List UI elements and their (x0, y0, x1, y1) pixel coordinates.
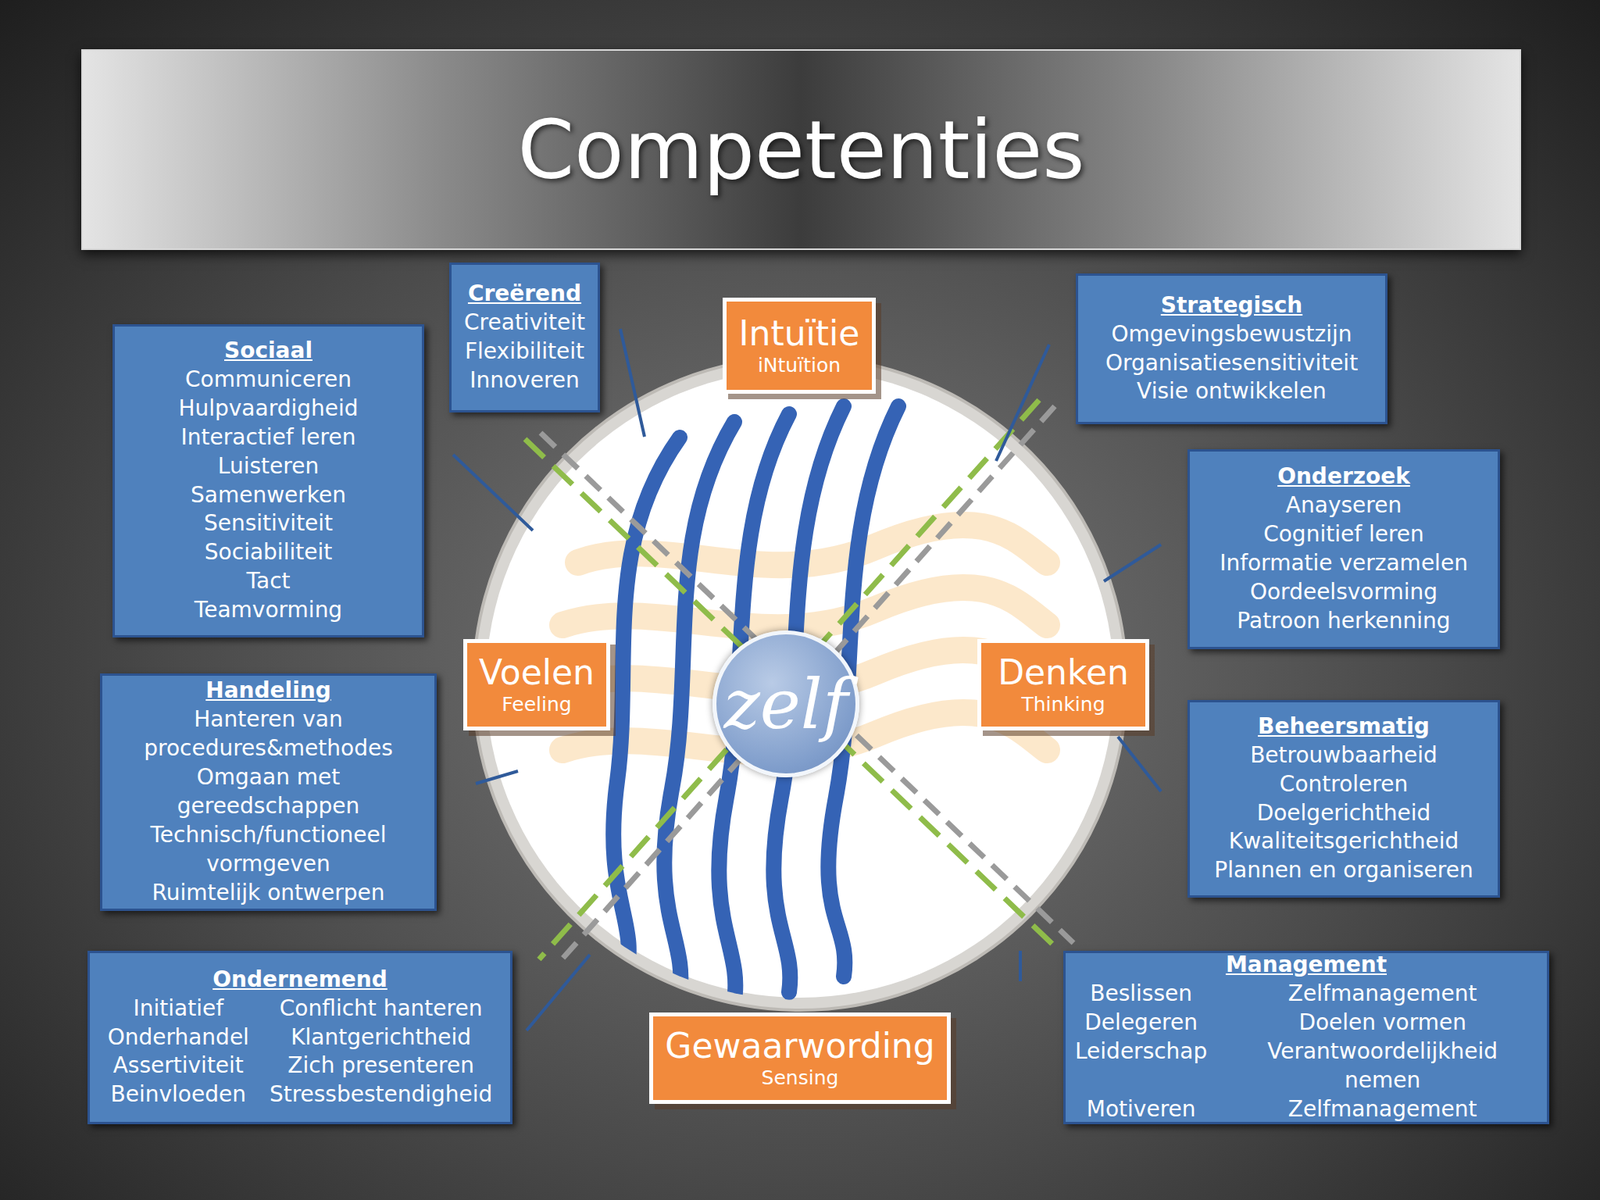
item-grid: Initiatief Conflicht hanterenOnderhandel K… (99, 994, 501, 1111)
competence-item: Creativiteit (460, 308, 589, 338)
competence-box: StrategischOmgevingsbewustzijnOrganisati… (1075, 273, 1388, 425)
competence-item: Luisteren (124, 452, 413, 482)
competence-item: Informatie verzamelen (1199, 549, 1489, 579)
function-subtitle: Sensing (653, 1066, 947, 1090)
competence-item: Plannen en organiseren (1199, 856, 1489, 886)
competence-box: SociaalCommunicerenHulpvaardigheidIntera… (112, 324, 425, 638)
function-name: Gewaarwording (653, 1026, 947, 1067)
competence-item: Interactief leren (124, 423, 413, 453)
competence-item: Stressbestendigheid (269, 1080, 493, 1110)
competence-item: Organisatiesensitiviteit (1087, 349, 1376, 379)
competence-item: Doelgerichtheid (1199, 799, 1489, 829)
box-heading: Beheersmatig (1199, 712, 1489, 742)
function-subtitle: Thinking (981, 692, 1146, 717)
competence-item: Flexibiliteit (460, 337, 589, 367)
competence-item: Visie ontwikkelen (1087, 377, 1376, 407)
competence-item: Assertiviteit (107, 1051, 250, 1081)
competence-item: Communiceren (124, 365, 413, 395)
competence-box: OnderzoekAnayserenCognitief lerenInforma… (1187, 449, 1500, 650)
competence-item: Zich presenteren (269, 1051, 493, 1081)
competence-item: Zelfmanagement (1227, 1095, 1538, 1125)
competence-item: Innoveren (460, 366, 589, 396)
competence-item: Klantgerichtheid (269, 1023, 493, 1053)
function-box: IntuïtieiNtuïtion (722, 297, 876, 394)
competence-item: Doelen vormen (1227, 1008, 1538, 1038)
box-heading: Handeling (111, 676, 425, 706)
competence-item: Beinvloeden (107, 1080, 250, 1110)
box-heading: Management (1075, 950, 1538, 980)
competence-item: Initiatief (107, 994, 250, 1024)
box-heading: Sociaal (124, 336, 413, 366)
competence-item: Motiveren (1075, 1095, 1208, 1125)
competence-item: Controleren (1199, 770, 1489, 800)
competence-item: Patroon herkenning (1199, 607, 1489, 636)
function-name: Intuïtie (726, 314, 872, 354)
box-heading: Ondernemend (99, 965, 501, 995)
competence-item: Oordeelsvorming (1199, 578, 1489, 608)
function-box: DenkenThinking (977, 639, 1150, 731)
competence-box: BeheersmatigBetrouwbaarheidControlerenDo… (1187, 700, 1500, 898)
competence-item: Ruimtelijk ontwerpen (111, 878, 425, 908)
box-heading: Creërend (460, 279, 589, 309)
item-grid: BeslissenZelfmanagementDelegerenDoelen v… (1075, 979, 1538, 1125)
function-box: GewaarwordingSensing (649, 1012, 951, 1104)
competence-item: Sensitiviteit (124, 509, 413, 539)
function-name: Voelen (467, 653, 607, 693)
competence-item: Technisch/functioneel vormgeven (111, 821, 425, 879)
competence-item: Sociabiliteit (124, 538, 413, 568)
leader-lines (453, 328, 1161, 1031)
wave-art (562, 406, 1047, 1000)
function-box: VoelenFeeling (463, 639, 611, 731)
competence-box: ManagementBeslissenZelfmanagementDeleger… (1063, 950, 1550, 1125)
function-subtitle: iNtuïtion (726, 353, 872, 378)
title-banner: Competenties (81, 49, 1522, 250)
title-text: Competenties (517, 102, 1085, 198)
competence-item: Hanteren van procedures&methodes (111, 705, 425, 764)
competence-box: OndernemendInitiatief Conflicht hanterenO… (87, 950, 513, 1125)
competence-item: Hulpvaardigheid (124, 394, 413, 424)
competence-item: Omgevingsbewustzijn (1087, 320, 1376, 350)
competence-item: Tact (124, 567, 413, 597)
competence-item: Verantwoordelijkheid nemen (1227, 1037, 1538, 1096)
competence-item: Teamvorming (124, 596, 413, 625)
self-label: zelf (723, 664, 848, 745)
competence-item: Cognitief leren (1199, 520, 1489, 550)
competence-item: Conflicht hanteren (269, 994, 493, 1024)
competence-item: Onderhandel (107, 1023, 250, 1053)
competence-item: Samenwerken (124, 481, 413, 511)
competence-item: Delegeren (1075, 1008, 1208, 1038)
function-name: Denken (981, 653, 1146, 693)
self-circle: zelf (712, 630, 860, 778)
competence-item: Leiderschap (1075, 1037, 1208, 1096)
competence-item: Betrouwbaarheid (1199, 741, 1489, 771)
competence-item: Zelfmanagement (1227, 979, 1538, 1009)
competence-box: HandelingHanteren van procedures&methode… (100, 673, 437, 911)
box-heading: Onderzoek (1199, 462, 1489, 492)
competence-item: Anayseren (1199, 491, 1489, 521)
competence-item: Beslissen (1075, 979, 1208, 1009)
competence-item: Kwaliteitsgerichtheid (1199, 827, 1489, 857)
box-heading: Strategisch (1087, 291, 1376, 321)
function-subtitle: Feeling (467, 692, 607, 717)
competence-item: Omgaan met gereedschappen (111, 763, 425, 822)
competence-box: CreërendCreativiteitFlexibiliteitInnover… (449, 262, 600, 413)
